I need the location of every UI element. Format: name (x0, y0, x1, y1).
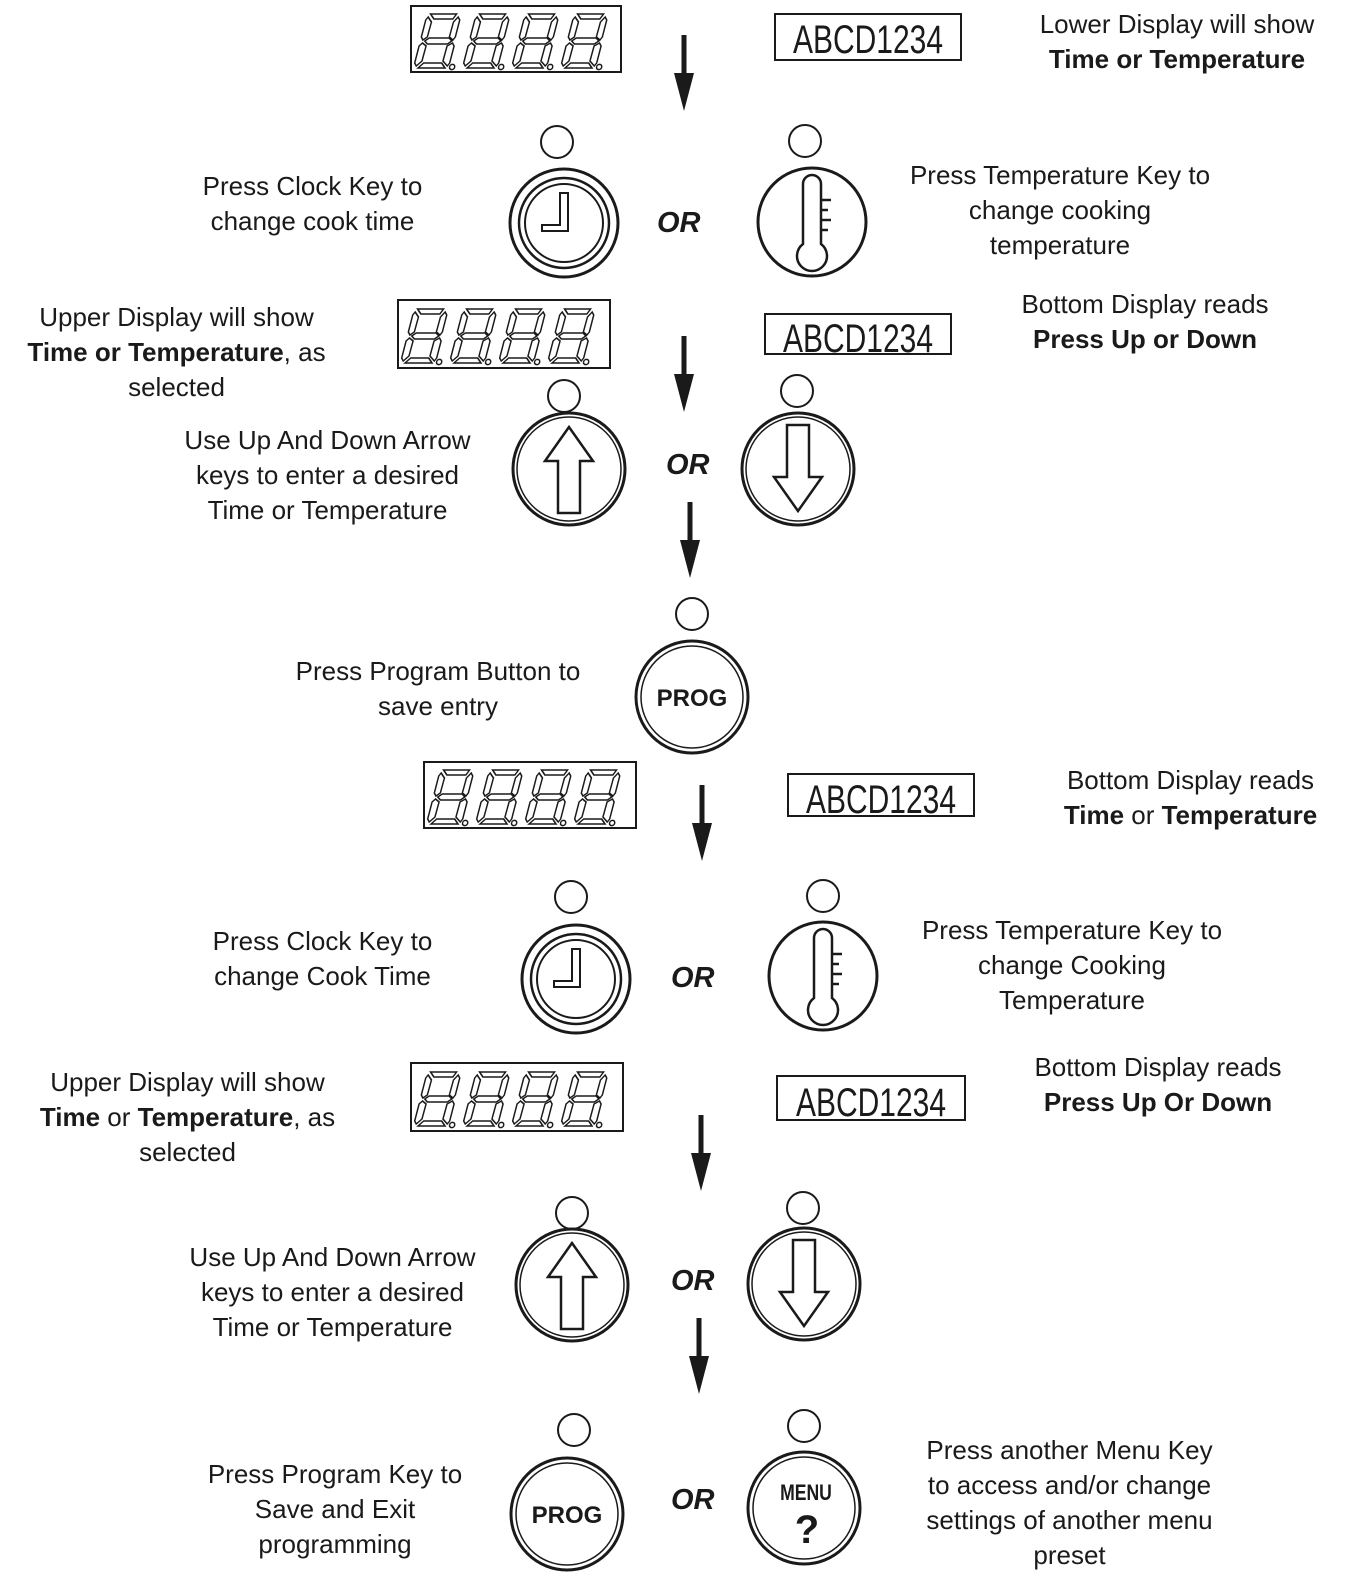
down-arrow-key[interactable] (746, 1226, 862, 1342)
temperature-key[interactable] (767, 920, 879, 1032)
menu-key-symbol: ? (795, 1508, 819, 1552)
step8-right-text: Bottom Display reads Press Up Or Down (1034, 1052, 1282, 1117)
or-label: OR (671, 1484, 715, 1516)
step4-left-text: Use Up And Down Arrow keys to enter a de… (184, 425, 471, 525)
segment-display-3 (423, 761, 637, 829)
temperature-key[interactable] (756, 166, 868, 278)
segment-display-1 (410, 5, 622, 73)
alpha-display-text: ABCD1234 (793, 18, 943, 62)
alpha-display-3: ABCD1234 (787, 773, 975, 822)
down-arrow-icon (689, 1318, 709, 1394)
step5-left-text: Press Program Button to save entry (295, 656, 581, 721)
or-label: OR (671, 1265, 715, 1297)
or-label: OR (657, 207, 701, 239)
down-arrow-icon (674, 336, 694, 412)
clock-key[interactable] (520, 923, 632, 1035)
prog-key[interactable]: PROG (509, 1456, 625, 1572)
down-arrow-icon (692, 785, 712, 861)
or-label: OR (671, 962, 715, 994)
down-arrow-key[interactable] (740, 411, 856, 527)
menu-key-led (787, 1409, 821, 1443)
prog-key-led (675, 597, 709, 631)
step1-right-text: Lower Display will show Time or Temperat… (1039, 9, 1315, 74)
step2-right-text: Press Temperature Key to change cooking … (909, 160, 1211, 260)
step2-left-text: Press Clock Key to change cook time (202, 171, 423, 236)
alpha-display-text: ABCD1234 (783, 317, 933, 361)
up-key-led (555, 1196, 589, 1230)
alpha-display-text: ABCD1234 (796, 1081, 946, 1125)
temperature-key-led (806, 879, 840, 913)
step8-left-text: Upper Display will show Time or Temperat… (39, 1067, 336, 1167)
alpha-display-1: ABCD1234 (774, 13, 962, 62)
menu-key[interactable]: MENU ? (746, 1450, 862, 1566)
step6-right-text: Bottom Display reads Time or Temperature (1063, 765, 1318, 830)
clock-key[interactable] (508, 167, 620, 279)
step9-left-text: Use Up And Down Arrow keys to enter a de… (189, 1242, 476, 1342)
down-arrow-icon (674, 35, 694, 111)
temperature-key-led (788, 124, 822, 158)
segment-display-2 (397, 299, 611, 369)
menu-key-label: MENU (780, 1481, 832, 1505)
clock-key-led (554, 880, 588, 914)
clock-key-led (540, 125, 574, 159)
prog-key-led (557, 1413, 591, 1447)
or-label: OR (666, 449, 710, 481)
down-arrow-icon (680, 502, 700, 578)
down-key-led (780, 374, 814, 408)
step10-left-text: Press Program Key to Save and Exit progr… (207, 1459, 463, 1559)
step7-left-text: Press Clock Key to change Cook Time (212, 926, 433, 991)
alpha-display-4: ABCD1234 (776, 1075, 966, 1125)
step7-right-text: Press Temperature Key to change Cooking … (921, 915, 1223, 1015)
alpha-display-text: ABCD1234 (806, 778, 956, 822)
prog-key-label: PROG (532, 1502, 603, 1529)
step10-right-text: Press another Menu Key to access and/or … (926, 1435, 1213, 1570)
up-key-led (547, 379, 581, 413)
down-arrow-icon (691, 1115, 711, 1191)
up-arrow-key[interactable] (511, 411, 627, 527)
prog-key[interactable]: PROG (634, 639, 750, 755)
up-arrow-key[interactable] (514, 1227, 630, 1343)
prog-key-label: PROG (657, 685, 728, 712)
step3-left-text: Upper Display will show Time or Temperat… (27, 302, 326, 402)
down-key-led (786, 1191, 820, 1225)
alpha-display-2: ABCD1234 (764, 313, 952, 361)
step3-right-text: Bottom Display reads Press Up or Down (1021, 289, 1269, 354)
segment-display-4 (410, 1062, 624, 1132)
